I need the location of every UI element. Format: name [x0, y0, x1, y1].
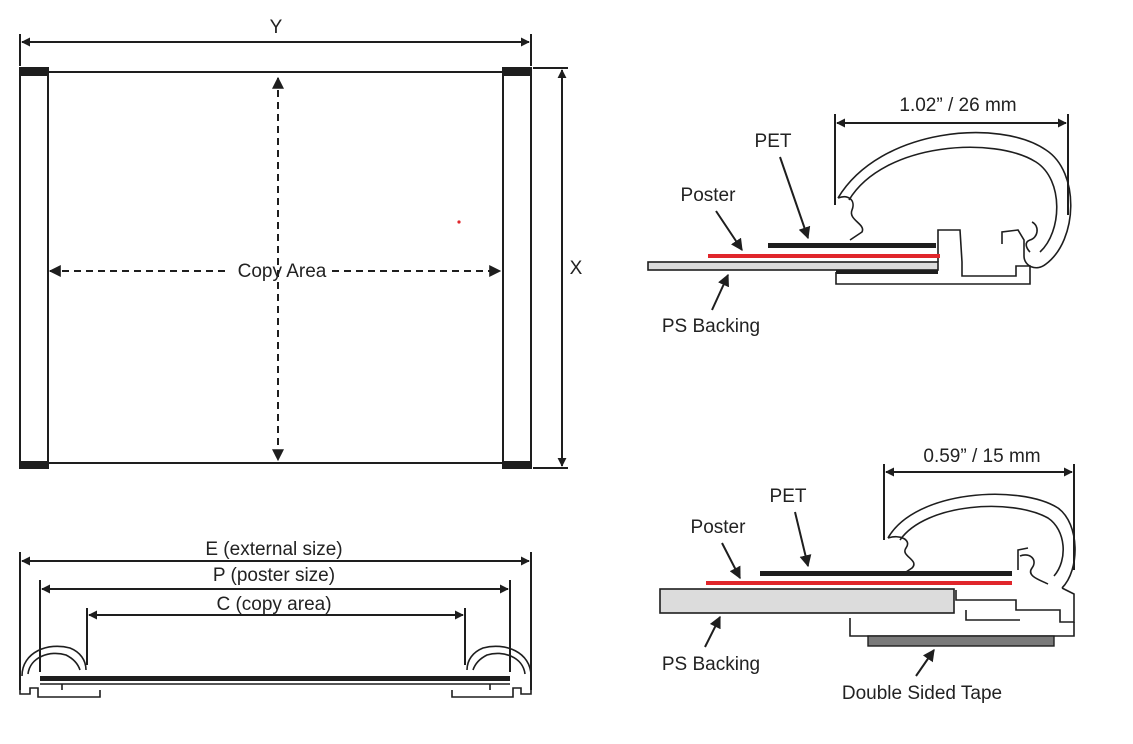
width-label: Y [270, 17, 283, 38]
profile-large-poster [708, 254, 940, 258]
poster-size-label: P (poster size) [213, 565, 335, 586]
profile-small-extrusion [849, 493, 1076, 637]
profile-large-pet-label: PET [755, 131, 792, 152]
height-label: X [570, 258, 583, 279]
profile-large-poster-leader [715, 210, 743, 251]
profile-large-dimension-label: 1.02” / 26 mm [899, 95, 1016, 116]
profile-large-poster-label: Poster [681, 185, 737, 206]
profile-small-tape [867, 635, 1055, 647]
copy-area-bottom-label: C (copy area) [216, 594, 331, 615]
profile-small-tape-label: Double Sided Tape [842, 683, 1002, 704]
left-frame-profile [19, 645, 101, 698]
profile-small-pet-label: PET [770, 486, 807, 507]
profile-large: 1.02” / 26 mm PET Poster PS Backing [647, 95, 1072, 337]
profile-small: 0.59” / 15 mm PET Poster PS Backing Doub… [659, 446, 1076, 704]
profile-small-poster [706, 581, 1012, 585]
profile-large-pet [768, 243, 936, 248]
profile-large-pet-leader [779, 156, 811, 240]
width-dimension [19, 34, 532, 66]
profile-small-poster-leader [721, 542, 741, 580]
front-view: Y Copy Area X [19, 17, 583, 469]
profile-large-extrusion [835, 131, 1072, 285]
profile-large-backing-leader [711, 273, 729, 311]
left-rail [19, 67, 49, 469]
profile-small-pet [760, 571, 1012, 576]
copy-area-label: Copy Area [238, 261, 327, 282]
right-frame-profile [451, 645, 532, 698]
profile-large-backing [647, 261, 939, 271]
right-rail [502, 67, 532, 469]
height-dimension [533, 67, 568, 469]
profile-small-dimension-label: 0.59” / 15 mm [923, 446, 1040, 467]
profile-small-tape-leader [915, 649, 935, 677]
profile-small-pet-leader [794, 511, 812, 568]
profile-small-backing-label: PS Backing [662, 654, 760, 675]
profile-large-backing-label: PS Backing [662, 316, 760, 337]
profile-small-poster-label: Poster [691, 517, 747, 538]
bottom-panel [40, 676, 510, 681]
profile-small-backing-leader [704, 615, 721, 648]
bottom-view: E (external size) P (poster size) C (cop… [19, 539, 532, 698]
external-size-label: E (external size) [205, 539, 342, 560]
red-dot [457, 220, 461, 224]
profile-small-backing [659, 588, 955, 614]
